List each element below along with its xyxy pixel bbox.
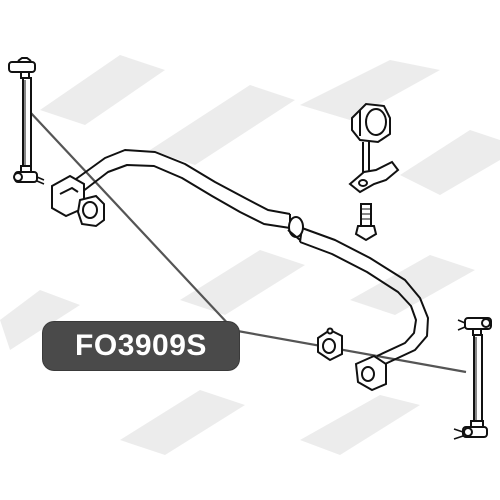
bushing-bore (322, 338, 336, 354)
link-ball-bottom (13, 172, 23, 182)
bar-clamp (287, 216, 304, 241)
watermark-stripe (300, 60, 440, 120)
part-number-badge: FO3909S (43, 322, 239, 370)
watermark-stripe (180, 250, 305, 315)
watermark-layer (0, 55, 500, 455)
stabilizer-bar (57, 149, 429, 365)
watermark-stripe (0, 290, 80, 350)
watermark-stripe (150, 85, 295, 165)
watermark-stripe (350, 255, 475, 315)
upper-mount-bushing (348, 102, 400, 194)
bushing-bore (82, 201, 98, 219)
link-ball-top (481, 318, 491, 328)
bar-outline-right-bottom (299, 241, 417, 357)
right-bushing (317, 327, 387, 392)
leader-line-right-link (231, 328, 467, 374)
watermark-stripe (400, 130, 500, 195)
right-stabilizer-link (453, 317, 492, 440)
watermark-stripe (40, 55, 165, 125)
link-ball-bottom (463, 427, 473, 437)
bar-outline-top (57, 149, 291, 215)
left-bushing (51, 174, 105, 228)
leader-line-left-link (29, 111, 233, 329)
bar-outline-right-top (301, 227, 429, 365)
mount-bolt (354, 203, 378, 242)
left-stabilizer-link (8, 57, 45, 185)
bar-outline-bottom (64, 164, 291, 229)
watermark-stripe (300, 395, 420, 455)
watermark-stripe (120, 390, 245, 455)
leader-lines (29, 111, 467, 374)
